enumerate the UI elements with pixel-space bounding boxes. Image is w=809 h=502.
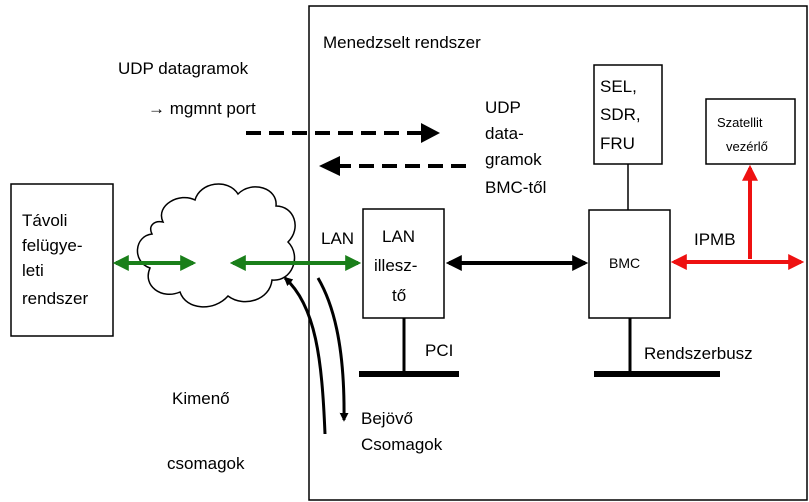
remote-system-label-line1: Távoli	[22, 211, 67, 230]
udp-in-label-line2: data-	[485, 124, 524, 143]
pci-label: PCI	[425, 341, 453, 360]
remote-system-label-line3: leti	[22, 261, 44, 280]
incoming-label-line1: Bejövő	[361, 409, 413, 428]
managed-system-border	[308, 5, 808, 501]
lan-adapter-box	[362, 208, 445, 319]
satellite-label-line2: vezérlő	[726, 139, 768, 154]
udp-out-label-line2: → mgmnt port	[148, 99, 256, 118]
ipmb-label: IPMB	[694, 230, 736, 249]
managed-system-title: Menedzselt rendszer	[323, 33, 481, 52]
sel-sdr-fru-box	[593, 64, 663, 165]
lan-adapter-label-line2: illesz-	[374, 256, 417, 275]
lan-adapter-label-line3: tő	[392, 286, 406, 305]
bmc-label: BMC	[609, 255, 640, 271]
outgoing-label-line1: Kimenő	[172, 389, 230, 408]
satellite-controller-box	[705, 98, 796, 165]
sel-box-label-line2: SDR,	[600, 105, 641, 124]
lan-label: LAN	[321, 229, 354, 248]
network-cloud	[136, 183, 296, 308]
bmc-box	[588, 209, 671, 319]
udp-in-label-line1: UDP	[485, 98, 521, 117]
udp-in-arrowhead	[319, 156, 340, 176]
udp-out-arrowhead	[421, 123, 440, 143]
sel-box-label-line3: FRU	[600, 134, 635, 153]
system-bus-label: Rendszerbusz	[644, 344, 753, 363]
udp-out-label-line1: UDP datagramok	[118, 59, 249, 78]
incoming-label-line2: Csomagok	[361, 435, 443, 454]
outgoing-label-line2: csomagok	[167, 454, 245, 473]
sel-box-label-line1: SEL,	[600, 77, 637, 96]
udp-in-label-line3: gramok	[485, 150, 542, 169]
remote-system-label-line4: rendszer	[22, 289, 88, 308]
incoming-packets-arrow	[316, 277, 349, 422]
satellite-label-line1: Szatellit	[717, 115, 763, 130]
outgoing-packets-arrow	[283, 276, 327, 435]
remote-system-box	[10, 183, 114, 337]
lan-adapter-label-line1: LAN	[382, 227, 415, 246]
udp-in-label-line4: BMC-től	[485, 178, 546, 197]
remote-system-label-line2: felügye-	[22, 236, 82, 255]
